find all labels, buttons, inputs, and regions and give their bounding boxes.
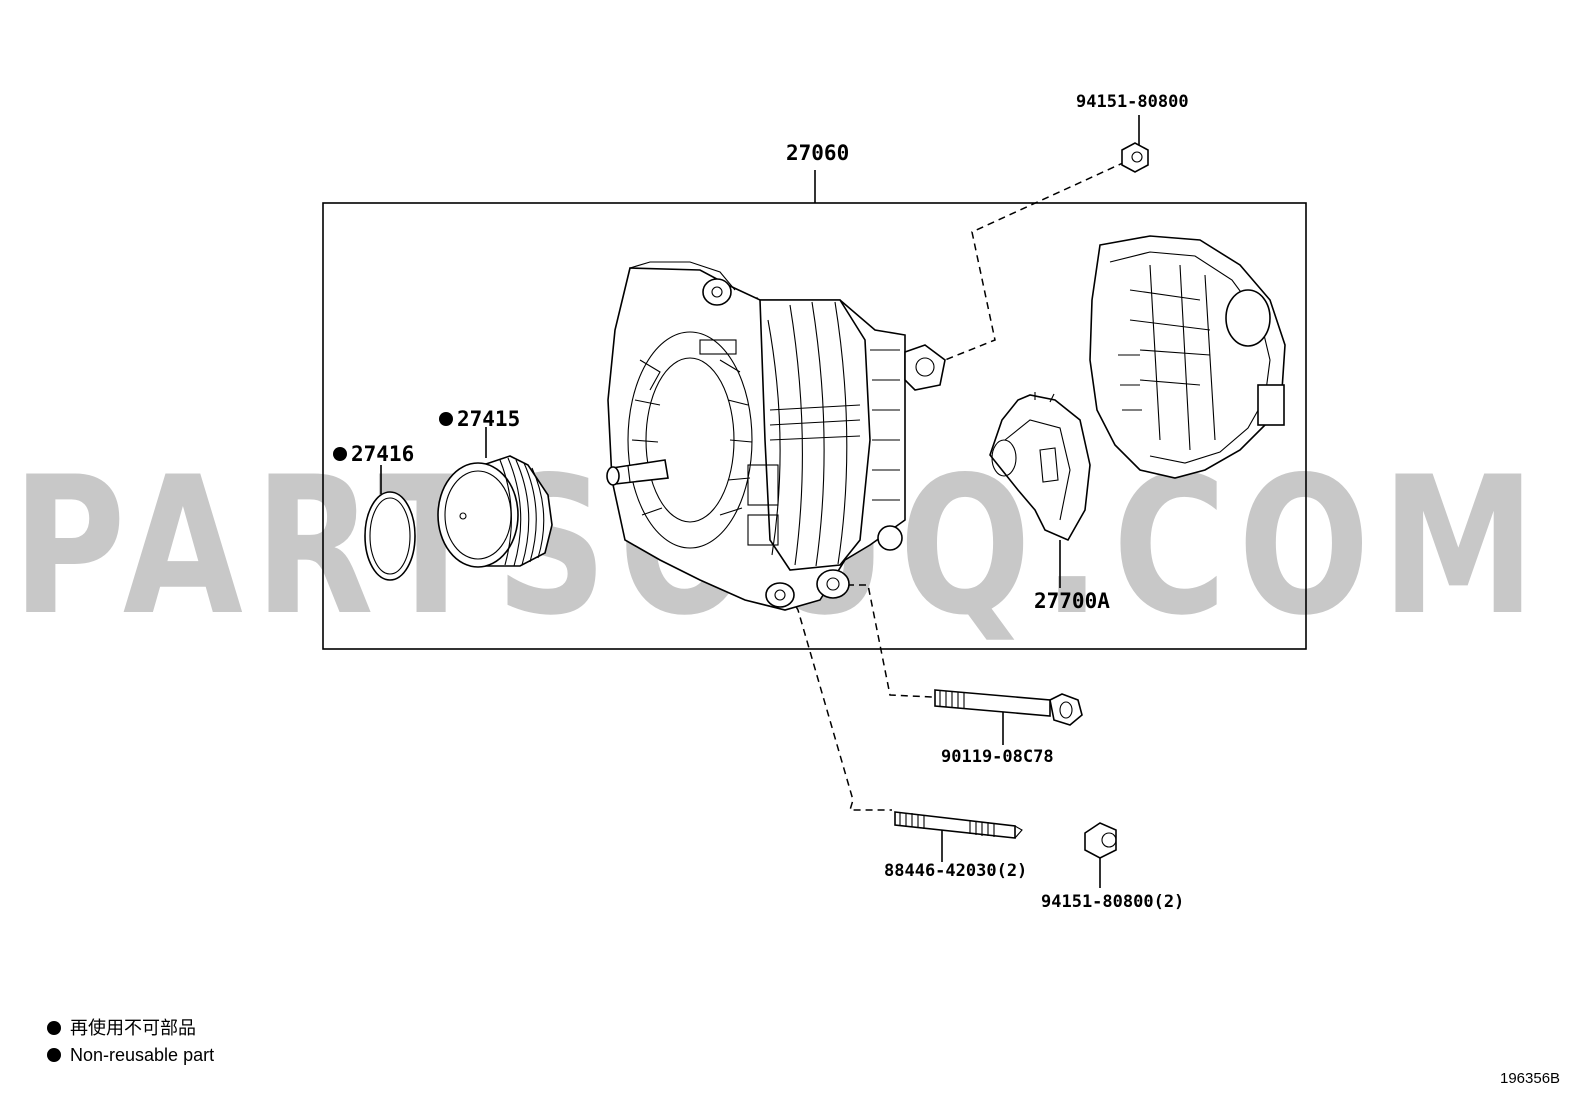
- label-stud[interactable]: 88446-42030(2): [884, 861, 1027, 881]
- rear-cover[interactable]: [1089, 235, 1286, 479]
- legend-jp: 再使用不可部品: [70, 1018, 196, 1038]
- ref-code: 196356B: [1500, 1070, 1560, 1087]
- regulator[interactable]: [989, 392, 1091, 588]
- legend-dot-en: [47, 1048, 61, 1062]
- alternator-body[interactable]: [606, 261, 946, 611]
- nut-top[interactable]: [1121, 115, 1149, 173]
- label-bolt[interactable]: 90119-08C78: [941, 747, 1054, 767]
- legend-en: Non-reusable part: [70, 1045, 214, 1065]
- pulley[interactable]: [437, 427, 553, 568]
- label-nut-bottom[interactable]: 94151-80800(2): [1041, 892, 1184, 912]
- label-nut-top[interactable]: 94151-80800: [1076, 92, 1189, 112]
- label-regulator[interactable]: 27700A: [1034, 589, 1110, 613]
- legend-dot-jp: [47, 1021, 61, 1035]
- label-assembly[interactable]: 27060: [786, 141, 849, 165]
- label-pulley[interactable]: 27415: [457, 407, 520, 431]
- non-reusable-dot-27416: [333, 447, 347, 461]
- bolt[interactable]: [934, 689, 1083, 745]
- nut-bottom[interactable]: [1084, 822, 1117, 888]
- stud[interactable]: [894, 811, 1023, 862]
- pulley-cap[interactable]: [364, 465, 416, 581]
- label-pulley-cap[interactable]: 27416: [351, 442, 414, 466]
- non-reusable-dot-27415: [439, 412, 453, 426]
